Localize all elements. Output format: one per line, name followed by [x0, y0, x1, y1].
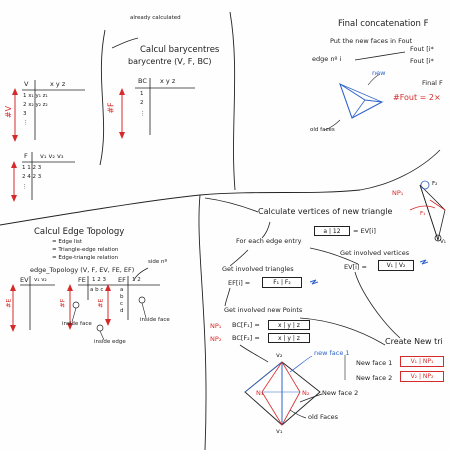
fe-table-cols: 1 2 3 — [92, 277, 106, 283]
edge-list-item: = Edge list — [52, 239, 83, 245]
bc-row-2: 2 — [140, 100, 144, 106]
inside-edge-label: inside edge — [94, 339, 126, 345]
fout-line-1: Fout [i* — [410, 45, 434, 53]
calcul-edge-topology-heading: Calcul Edge Topology — [34, 227, 125, 237]
np2-label: NP₂ — [210, 335, 222, 343]
np-right-label: NP₁ — [392, 189, 404, 197]
get-involved-triangles-text: Get involved triangles — [222, 265, 294, 273]
hash-e-right: #E — [96, 298, 105, 309]
inside-face-label-2: inside face — [140, 317, 170, 323]
bc-row-3: ⋮ — [140, 111, 146, 117]
final-f-text: Final F — [422, 79, 443, 87]
ef-i-label: EF[i] = — [228, 279, 251, 287]
edge-triangle-item: = Edge-triangle relation — [52, 255, 119, 261]
new-label: new — [372, 69, 386, 77]
xyz-box-2: x | y | z — [268, 333, 310, 343]
already-calculated-note: already calculated — [130, 15, 181, 21]
v-table-xyz: x y z — [50, 80, 66, 88]
bc-table-xyz: x y z — [160, 77, 176, 85]
f-row-2: 2 4 2 3 — [22, 174, 42, 180]
create-new-tri-heading: Create New tri — [385, 337, 443, 346]
fe-table-header: FE — [78, 276, 86, 284]
new-face-1-box: V₁ | NP₁ — [400, 356, 444, 367]
old-faces-label: old faces — [310, 127, 335, 133]
inside-face-label: inside face — [62, 321, 92, 327]
ev-table-header: EV — [20, 276, 29, 284]
v-row-4: ⋮ — [23, 120, 29, 126]
triangle-edge-item: = Triangle-edge relation — [52, 247, 119, 253]
f2-right-label: F₂ — [432, 181, 438, 187]
xyz-box-1: x | y | z — [268, 320, 310, 330]
arrow-to-calc-vertices — [204, 197, 259, 213]
hash-f-label: #F — [106, 102, 116, 114]
ev-i2-label: EV[i] = — [344, 263, 367, 271]
bc-row-1: 1 — [140, 91, 144, 97]
arrow-barycentre — [111, 37, 139, 49]
np1-label: NP₁ — [210, 322, 222, 330]
new-face-1-annotation: new face 1 — [314, 349, 350, 357]
f-table-header: F — [24, 152, 28, 160]
bc-table-header: BC — [138, 77, 147, 85]
f-row-3: ⋮ — [22, 184, 28, 190]
divider-curve-left — [198, 194, 207, 450]
ef-table-cols: 1 2 — [132, 277, 141, 283]
v-row-3: 3 — [23, 111, 27, 117]
v1-v2-box: V₁ | V₂ — [378, 260, 414, 271]
new-face-2-label: New face 2 — [356, 374, 393, 382]
new-face-1-label: New face 1 — [356, 359, 393, 367]
bc-f1-label: BC[F₁] = — [232, 321, 260, 329]
calc-vertices-heading: Calculate vertices of new triangle — [258, 207, 393, 216]
fe-row: a b c — [90, 287, 104, 293]
for-each-edge-text: For each edge entry — [236, 237, 302, 245]
divider-curve-top — [99, 29, 106, 166]
v-table-header: V — [24, 80, 29, 88]
hash-e-left: #E — [4, 298, 13, 309]
hash-f-edge: #F — [58, 298, 67, 308]
edge-topology-function: edge_Topology (V, F, EV, FE, EF) — [30, 266, 135, 274]
fout-line-2: Fout [i* — [410, 57, 434, 65]
calcul-barycentres-heading: Calcul barycentres — [140, 45, 220, 55]
f1-f2-box: F₁ | F₂ — [262, 277, 302, 288]
side-number-label: side nº — [148, 259, 168, 265]
v-row-1: 1 x₁ y₁ z₁ — [23, 93, 48, 99]
new-face-2-annotation: New face 2 — [322, 389, 359, 397]
v1-vertex-label: v₁ — [276, 427, 283, 435]
ev-equals-label: = EV[i] — [353, 227, 376, 235]
ev-entry-box: a | 12 — [314, 226, 350, 236]
v-right-label: V₁ — [440, 239, 446, 245]
bc-f2-label: BC[F₂] = — [232, 334, 260, 342]
final-concatenation-heading: Final concatenation F — [338, 19, 429, 29]
n1-label: N₁ — [256, 389, 264, 397]
ef-row-4: d — [120, 308, 124, 314]
ev-table-cols: v₁ v₂ — [34, 277, 47, 283]
get-involved-vertices-text: Get involved vertices — [340, 249, 410, 257]
v2-vertex-label: v₂ — [276, 351, 283, 359]
edge-number-text: edge nº i — [312, 55, 342, 63]
hash-v-label: #V — [4, 105, 14, 119]
hash-fout-text: #Fout = 2× — [393, 93, 441, 102]
ef-table-header: EF — [118, 276, 126, 284]
f-row-1: 1 1 2 3 — [22, 165, 42, 171]
old-faces-annotation: old Faces — [308, 413, 339, 421]
ef-row-1: a — [120, 287, 124, 293]
barycentre-function: barycentre (V, F, BC) — [128, 57, 212, 66]
ef-row-2: b — [120, 294, 124, 300]
v-row-2: 2 x₂ y₂ z₂ — [23, 102, 48, 108]
n2-label: N₂ — [302, 389, 310, 397]
ef-row-3: c — [120, 301, 124, 307]
f1-right-label: F₁ — [420, 211, 426, 217]
put-new-faces-text: Put the new faces in Fout — [330, 37, 413, 45]
get-new-points-text: Get involved new Points — [224, 306, 303, 314]
f-table-cols: v₁ v₂ v₃ — [40, 152, 64, 160]
divider-curve-right — [229, 11, 236, 191]
new-face-2-box: V₂ | NP₂ — [400, 371, 444, 382]
